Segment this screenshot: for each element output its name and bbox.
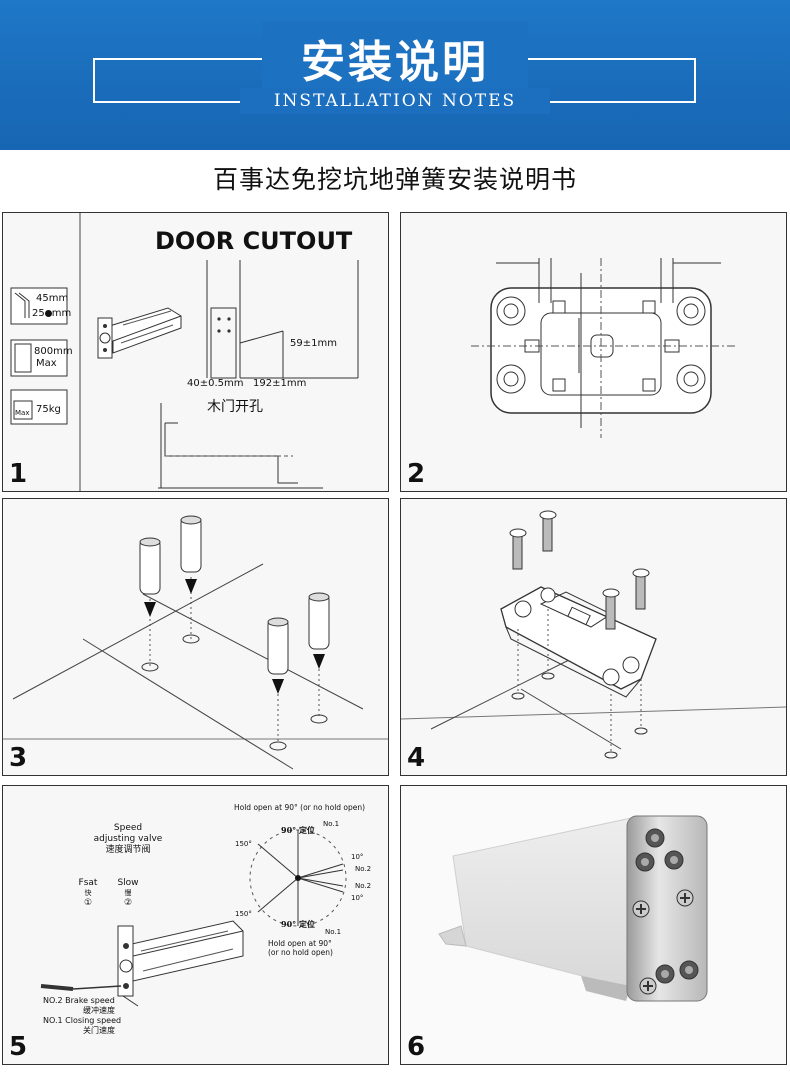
speed-valve-label: Speed adjusting valve 速度调节阀: [93, 823, 163, 855]
no2-top: No.2: [355, 865, 372, 873]
dim-length: 192±1mm: [253, 378, 307, 389]
angle-150-top: 150°: [235, 840, 252, 848]
step-panel-2: 2: [400, 212, 787, 492]
angle-10-top: 10°: [351, 853, 364, 861]
hold-open-top: Hold open at 90° (or no hold open): [234, 803, 366, 812]
no1-bottom: No.1: [325, 928, 342, 936]
banner-title: 安装说明: [301, 37, 489, 88]
spec-weight-tag: Max: [15, 409, 30, 417]
anchor-drilling-diagram: [3, 515, 388, 770]
angle-150-bottom: 150°: [235, 910, 252, 918]
banner-subtitle: INSTALLATION NOTES: [273, 91, 517, 111]
hold-open-bottom: Hold open at 90° (or no hold open): [268, 939, 333, 957]
step-number: 3: [9, 743, 28, 773]
step-panel-5: Speed adjusting valve 速度调节阀 Fsat 快 ① Slo…: [2, 785, 389, 1065]
document-title: 百事达免挖坑地弹簧安装说明书: [212, 165, 577, 194]
door-cutout-heading: DOOR CUTOUT: [155, 227, 353, 255]
slow-label: Slow 慢 ②: [117, 878, 139, 908]
step-number: 4: [407, 743, 426, 773]
angle-90-top: 90° 定位: [281, 825, 315, 835]
installed-product-photo: [438, 815, 708, 1002]
spec-width: 800mm: [34, 346, 73, 357]
no1-top: No.1: [323, 820, 340, 828]
header-banner: 安装说明 INSTALLATION NOTES: [0, 0, 790, 150]
spec-weight: 75kg: [36, 404, 61, 415]
speed-adjustment-diagram: [40, 829, 347, 1007]
plate-screw-mounting-diagram: [401, 510, 786, 759]
caption-wood-door-cutout: 木门开孔: [207, 399, 263, 415]
dim-width: 40±0.5mm: [187, 378, 244, 389]
brake-speed-label: NO.2 Brake speed 缓冲速度 NO.1 Closing speed…: [43, 996, 122, 1035]
spec-width-max: Max: [36, 358, 57, 369]
step-number: 6: [407, 1032, 426, 1062]
step-panel-6: 6: [400, 785, 787, 1065]
dim-depth: 59±1mm: [290, 338, 337, 349]
door-cutout-diagram: [10, 213, 359, 491]
no2-bottom: No.2: [355, 882, 372, 890]
fast-label: Fsat 快 ①: [78, 878, 98, 908]
step-panel-4: 4: [400, 498, 787, 776]
top-plate-plan-diagram: [471, 258, 736, 438]
step-number: 5: [9, 1032, 28, 1062]
spec-thickness: 45mm: [36, 293, 69, 304]
angle-90-bottom: 90° 定位: [281, 919, 315, 929]
step-panel-3: 3: [2, 498, 389, 776]
step-number: 1: [9, 459, 28, 489]
angle-10-bottom: 10°: [351, 894, 364, 902]
step-number: 2: [407, 459, 426, 489]
